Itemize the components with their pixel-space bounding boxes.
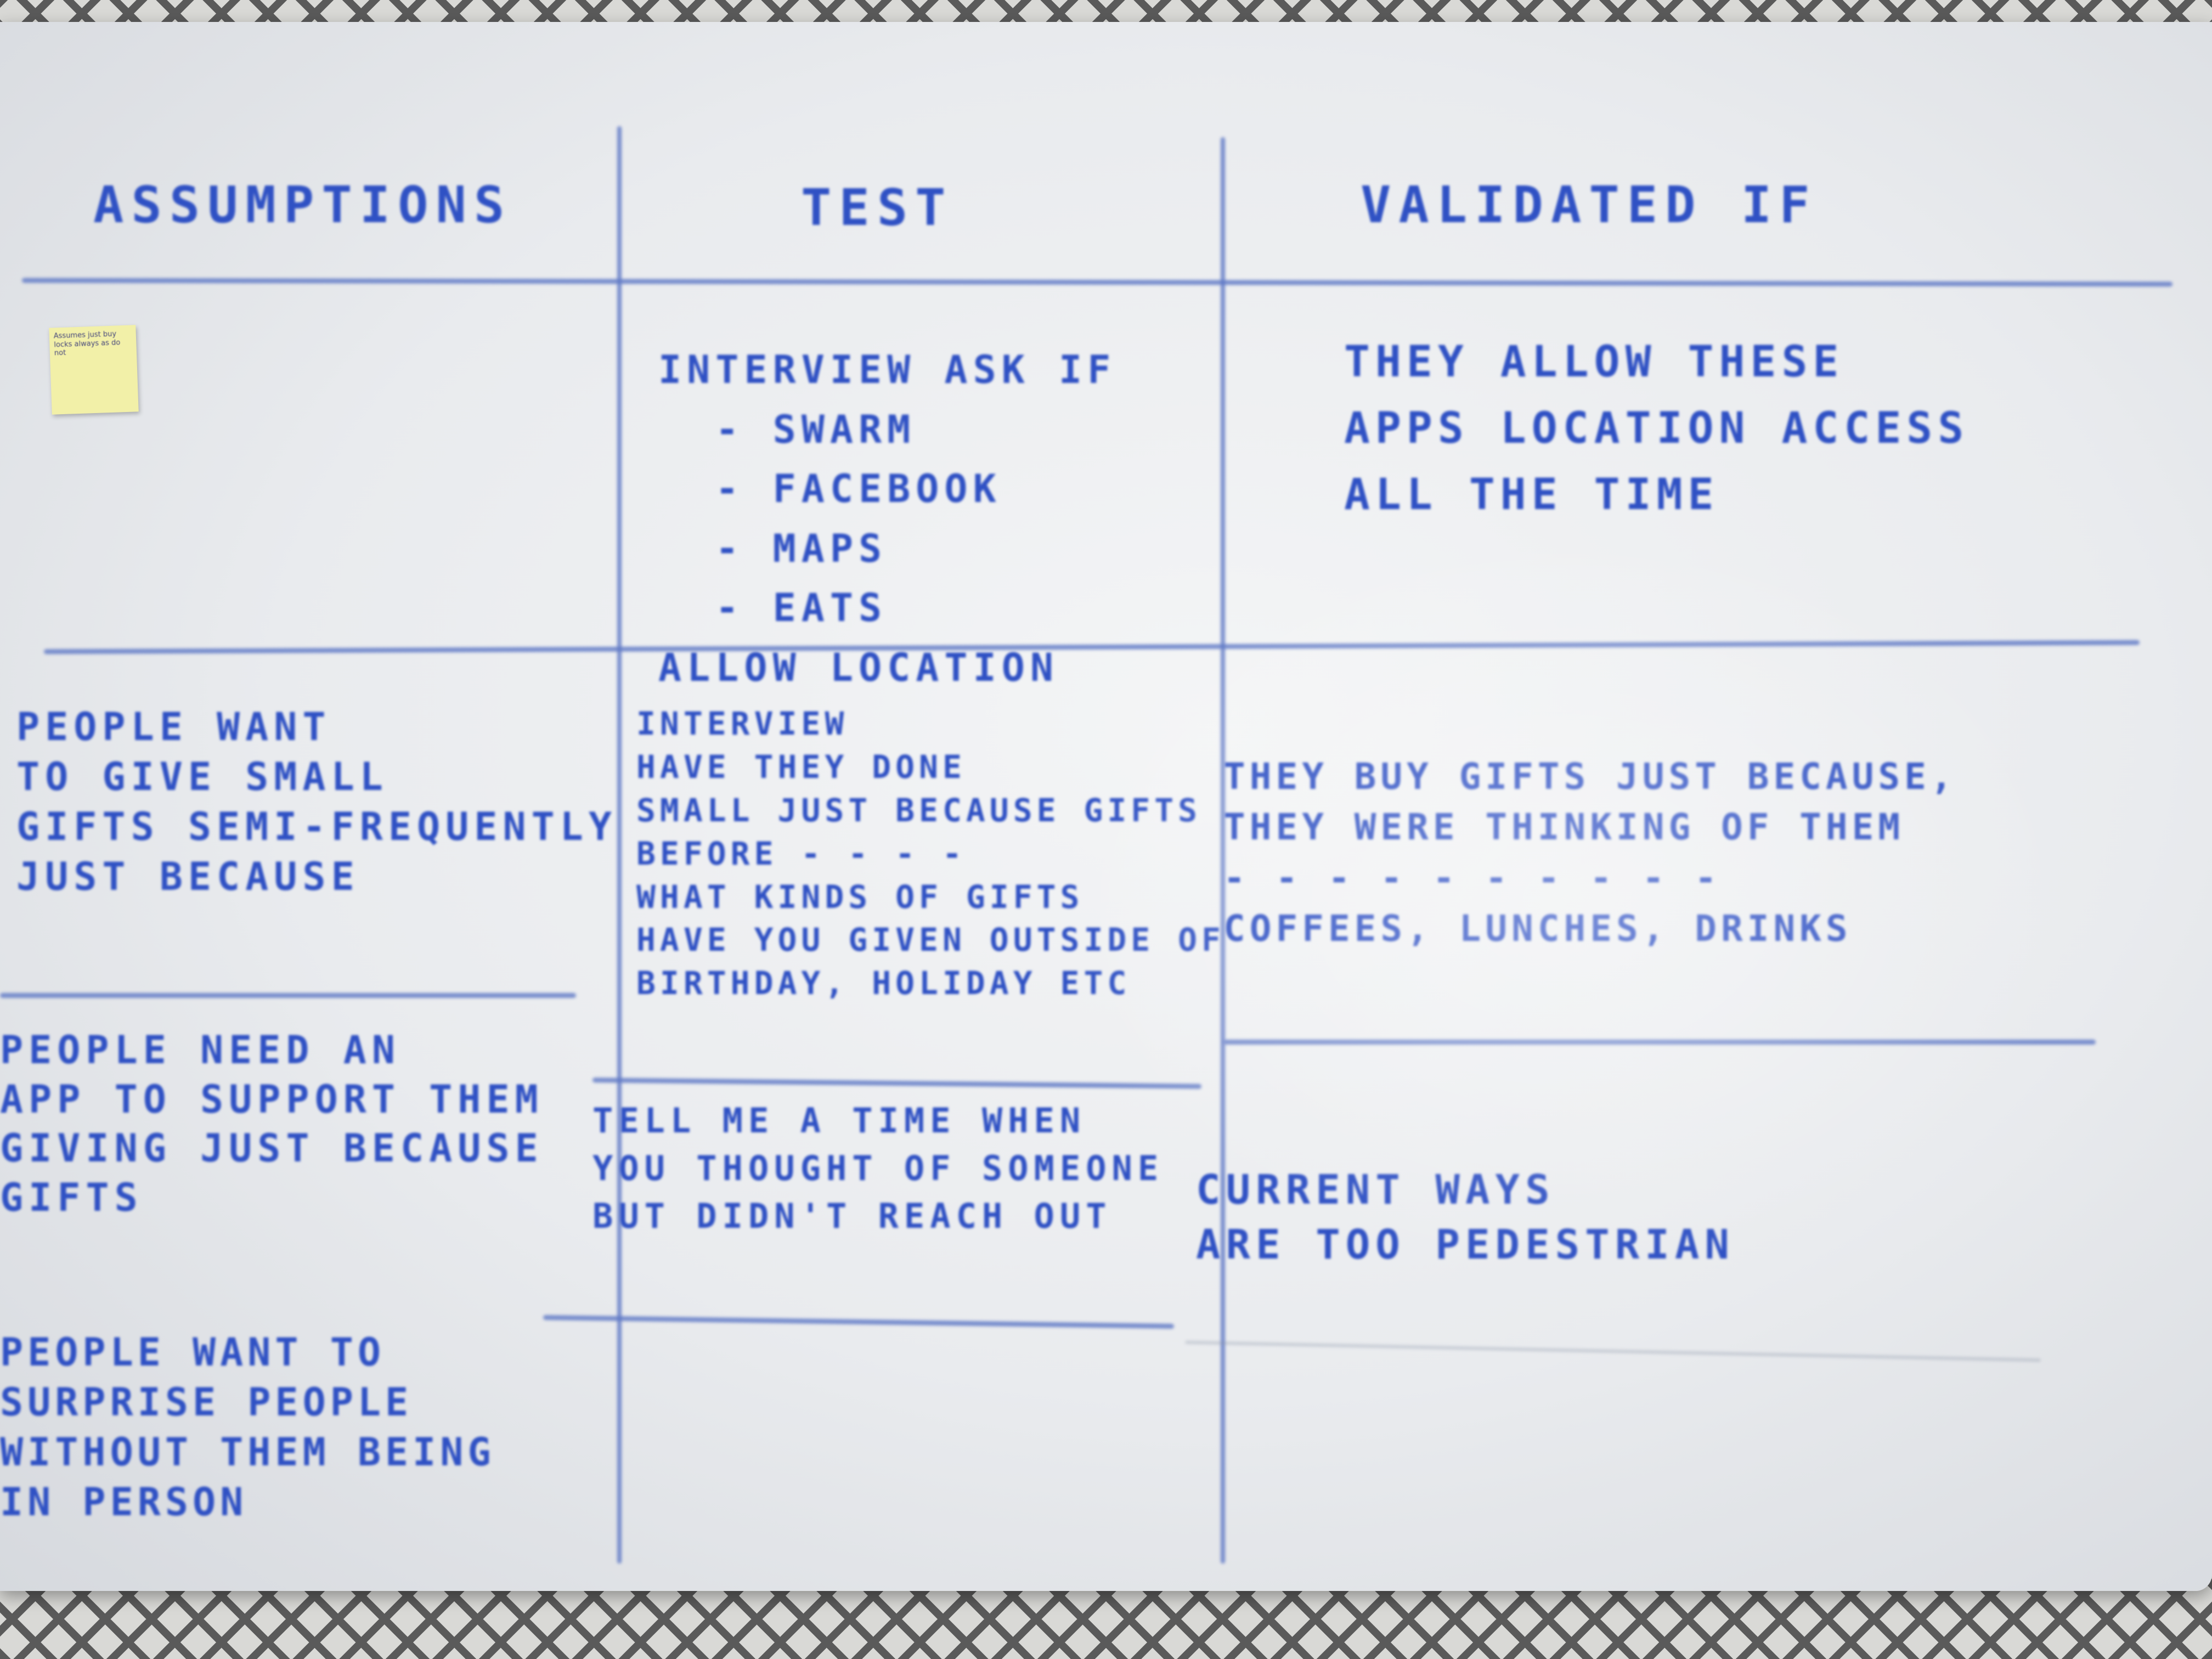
validated-cell-row-1: THEY ALLOW THESE APPS LOCATION ACCESS AL… bbox=[1344, 337, 1970, 520]
sticky-note-text: Assumes just buy locks always as do not bbox=[53, 330, 121, 358]
header-test: TEST bbox=[801, 178, 953, 237]
header-assumptions: ASSUMPTIONS bbox=[93, 176, 512, 234]
sticky-note: Assumes just buy locks always as do not bbox=[49, 325, 139, 415]
assumption-cell-row-2: PEOPLE WANT TO GIVE SMALL GIFTS SEMI-FRE… bbox=[16, 704, 618, 899]
row-divider-2-left bbox=[0, 993, 576, 998]
test-cell-row-2: INTERVIEW HAVE THEY DONE SMALL JUST BECA… bbox=[636, 705, 1225, 1002]
validated-cell-row-3: CURRENT WAYS ARE TOO PEDESTRIAN bbox=[1196, 1166, 1735, 1268]
validated-cell-row-2: THEY BUY GIFTS JUST BECAUSE, THEY WERE T… bbox=[1223, 755, 1957, 950]
header-underline bbox=[21, 278, 2173, 287]
assumption-cell-row-4: PEOPLE WANT TO SURPRISE PEOPLE WITHOUT T… bbox=[0, 1330, 495, 1525]
row-divider-3 bbox=[543, 1314, 1175, 1329]
test-cell-row-3: TELL ME A TIME WHEN YOU THOUGHT OF SOMEO… bbox=[592, 1101, 1164, 1236]
assumption-cell-row-3: PEOPLE NEED AN APP TO SUPPORT THEM GIVIN… bbox=[0, 1028, 544, 1220]
row-divider-3-faint bbox=[1185, 1340, 2041, 1362]
column-divider-1 bbox=[617, 126, 622, 1564]
test-cell-row-1: INTERVIEW ASK IF - SWARM - FACEBOOK - MA… bbox=[658, 347, 1116, 690]
column-divider-2 bbox=[1221, 137, 1225, 1564]
header-validated-if: VALIDATED IF bbox=[1361, 176, 1818, 234]
row-divider-2-right bbox=[1223, 1040, 2096, 1045]
whiteboard: ASSUMPTIONS TEST VALIDATED IF Assumes ju… bbox=[0, 22, 2212, 1591]
row-divider-2-mid bbox=[592, 1077, 1202, 1089]
